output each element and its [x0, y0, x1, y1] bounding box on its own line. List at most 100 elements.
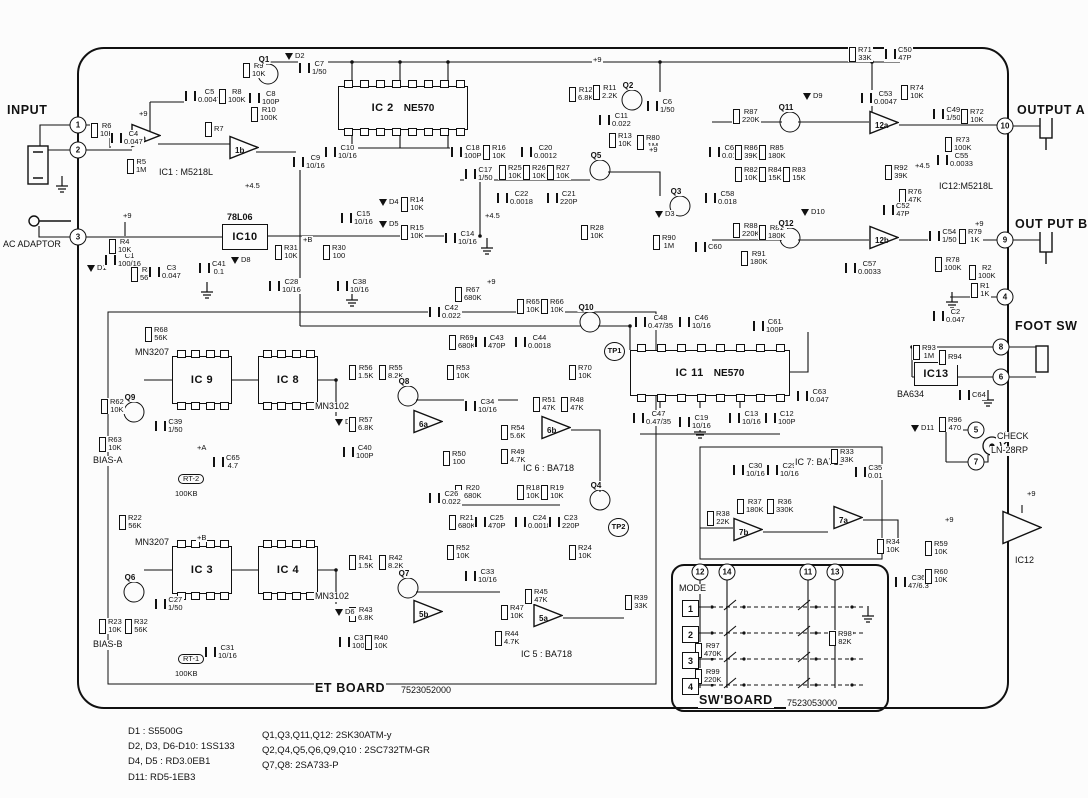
label-value: 47P: [898, 53, 912, 63]
ic-pin: [205, 350, 215, 358]
label-r7: R7: [204, 122, 225, 137]
capacitor-symbol: [185, 91, 196, 102]
label-c64: C64: [958, 390, 987, 400]
label-value: 10K: [374, 641, 388, 651]
resistor-symbol: [939, 350, 946, 365]
ic-pin: [277, 402, 287, 410]
opamp-triangle: [413, 409, 444, 434]
ic-pin: [220, 402, 230, 410]
resistor-symbol: [379, 364, 386, 380]
label-ref: BA634: [897, 389, 925, 399]
label-9: +9: [592, 55, 603, 65]
mode-box-2: 2: [682, 626, 699, 643]
diode-symbol: [231, 256, 239, 264]
mode-box-1: 1: [682, 600, 699, 617]
label-text: RT-2: [183, 474, 199, 483]
resistor-symbol: [971, 282, 978, 298]
opamp-label: 5a: [539, 613, 548, 623]
opamp-label: 7b: [739, 527, 749, 537]
ic-pin: [176, 350, 186, 358]
label-d11: D11: [910, 423, 936, 433]
ic-pin: [220, 540, 230, 548]
ic-pin: [657, 344, 667, 352]
transistor-label-q9: Q9: [123, 393, 137, 402]
label-text: +9: [1027, 489, 1036, 498]
resistor-symbol: [501, 448, 508, 464]
ic-pin: [423, 128, 433, 136]
label-ref: BIAS-B: [93, 639, 123, 649]
resistor-symbol: [517, 484, 524, 500]
transistor-label-q2: Q2: [621, 81, 635, 90]
label-value: 100K: [944, 263, 962, 273]
label-value: 56K: [128, 521, 142, 531]
terminal-12: 12: [691, 563, 709, 581]
label-text: D5: [389, 219, 399, 228]
capacitor-symbol: [465, 401, 476, 412]
ic-pin: [696, 394, 706, 402]
capacitor-symbol: [325, 147, 336, 158]
label-value: 680K: [458, 341, 476, 351]
ic-pin: [439, 128, 449, 136]
resistor-symbol: [569, 364, 576, 380]
label-text: D2: [295, 51, 305, 60]
resistor-symbol: [767, 498, 774, 514]
label-value: 10/16: [692, 321, 711, 331]
transistor-label-q8: Q8: [397, 377, 411, 386]
capacitor-symbol: [299, 63, 310, 74]
label-text: BIAS-A: [93, 455, 123, 466]
label-ic12-m5218l: IC12:M5218L: [938, 181, 995, 192]
resistor-symbol: [913, 344, 920, 360]
resistor-symbol: [125, 618, 132, 634]
label-text: MODE: [679, 583, 706, 594]
label-ba634: BA634: [896, 389, 926, 400]
opamp-triangle: [1002, 510, 1043, 545]
capacitor-symbol: [205, 647, 216, 658]
label-c60: C60: [694, 242, 723, 252]
ic-pin: [291, 402, 301, 410]
ic-pin: [220, 350, 230, 358]
capacitor-symbol: [679, 417, 690, 428]
label-value: 10K: [456, 371, 470, 381]
ic-part-label: NE570: [713, 367, 745, 379]
label-text: 7523053000: [787, 698, 837, 709]
resistor-symbol: [119, 514, 126, 530]
opamp-12a: 12a: [869, 110, 900, 140]
ic-pin: [755, 344, 765, 352]
label-text: +9: [945, 515, 954, 524]
label-ic12: IC12: [1014, 555, 1036, 566]
label-ref: +A: [197, 443, 207, 452]
label-text: +A: [197, 443, 207, 452]
capacitor-symbol: [213, 457, 224, 468]
label-text: D11: [921, 423, 934, 432]
capacitor-symbol: [933, 311, 944, 322]
ic-pin: [262, 592, 272, 600]
resistor-symbol: [91, 122, 98, 138]
label-value: 82K: [838, 637, 852, 647]
capacitor-symbol: [249, 93, 260, 104]
capacitor-symbol: [521, 147, 532, 158]
ic-pin: [306, 350, 316, 358]
